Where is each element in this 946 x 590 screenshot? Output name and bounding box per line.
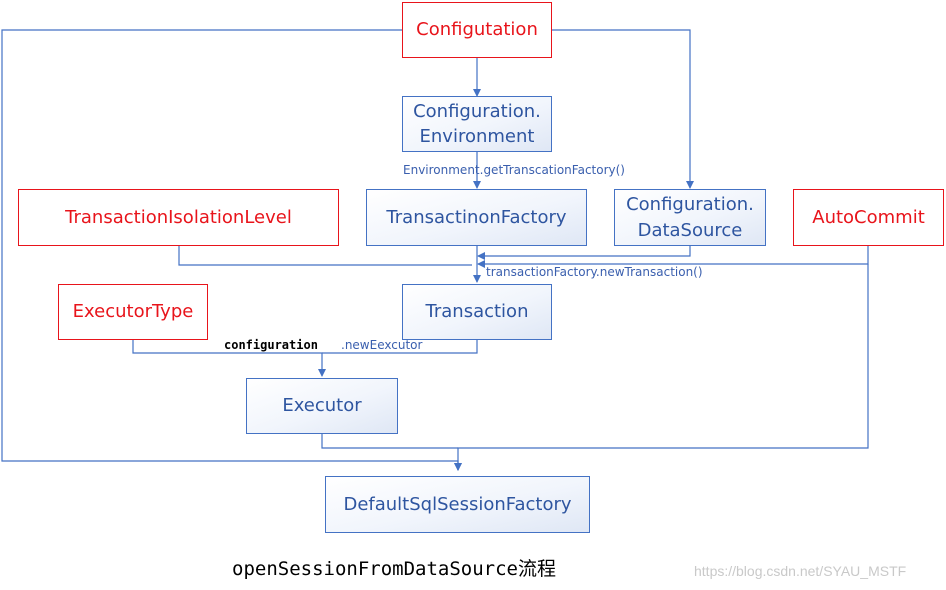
node-default-sql-session-factory: DefaultSqlSessionFactory bbox=[325, 476, 590, 533]
edge-executortype-to-executor bbox=[132, 340, 326, 377]
node-configuration-environment-label: Configuration. Environment bbox=[413, 100, 541, 147]
node-auto-commit-label: AutoCommit bbox=[812, 206, 925, 228]
edge-config-to-datasource bbox=[552, 29, 694, 189]
node-configutation: Configutation bbox=[402, 2, 552, 58]
edge-label-new-executor-prefix: configuration bbox=[224, 338, 318, 352]
node-configuration-datasource-label: Configuration. DataSource bbox=[626, 194, 754, 241]
node-configutation-label: Configutation bbox=[416, 19, 538, 41]
edge-label-new-transaction: transactionFactory.newTransaction() bbox=[486, 265, 703, 279]
node-configuration-environment: Configuration. Environment bbox=[402, 96, 552, 152]
node-transaction-label: Transaction bbox=[425, 301, 529, 323]
node-transaction-factory-label: TransactinonFactory bbox=[386, 206, 567, 228]
diagram-caption: openSessionFromDataSource流程 bbox=[232, 558, 556, 580]
edge-label-new-executor-suffix: .newEexcutor bbox=[341, 338, 423, 352]
edge-autocommit-to-session-factory bbox=[454, 264, 869, 471]
node-default-sql-session-factory-label: DefaultSqlSessionFactory bbox=[343, 493, 572, 515]
node-executor-label: Executor bbox=[282, 395, 362, 417]
node-executor-type: ExecutorType bbox=[58, 284, 208, 340]
node-executor: Executor bbox=[246, 378, 398, 434]
edge-autocommit-to-merge bbox=[477, 246, 869, 268]
node-auto-commit: AutoCommit bbox=[793, 189, 944, 246]
edge-transaction-to-executor bbox=[322, 340, 478, 354]
edge-executor-to-session-factory bbox=[321, 434, 458, 449]
edge-isolation-to-merge bbox=[178, 246, 472, 266]
node-configuration-datasource: Configuration. DataSource bbox=[614, 189, 766, 246]
edge-label-get-transaction-factory: Environment.getTranscationFactory() bbox=[403, 163, 625, 177]
edge-datasource-to-merge bbox=[477, 246, 691, 260]
node-transaction-isolation-level-label: TransactionIsolationLevel bbox=[65, 206, 292, 228]
watermark: https://blog.csdn.net/SYAU_MSTF bbox=[694, 563, 907, 579]
node-transaction-isolation-level: TransactionIsolationLevel bbox=[18, 189, 339, 246]
node-executor-type-label: ExecutorType bbox=[72, 301, 194, 323]
node-transaction-factory: TransactinonFactory bbox=[366, 189, 587, 246]
node-transaction: Transaction bbox=[402, 284, 552, 340]
